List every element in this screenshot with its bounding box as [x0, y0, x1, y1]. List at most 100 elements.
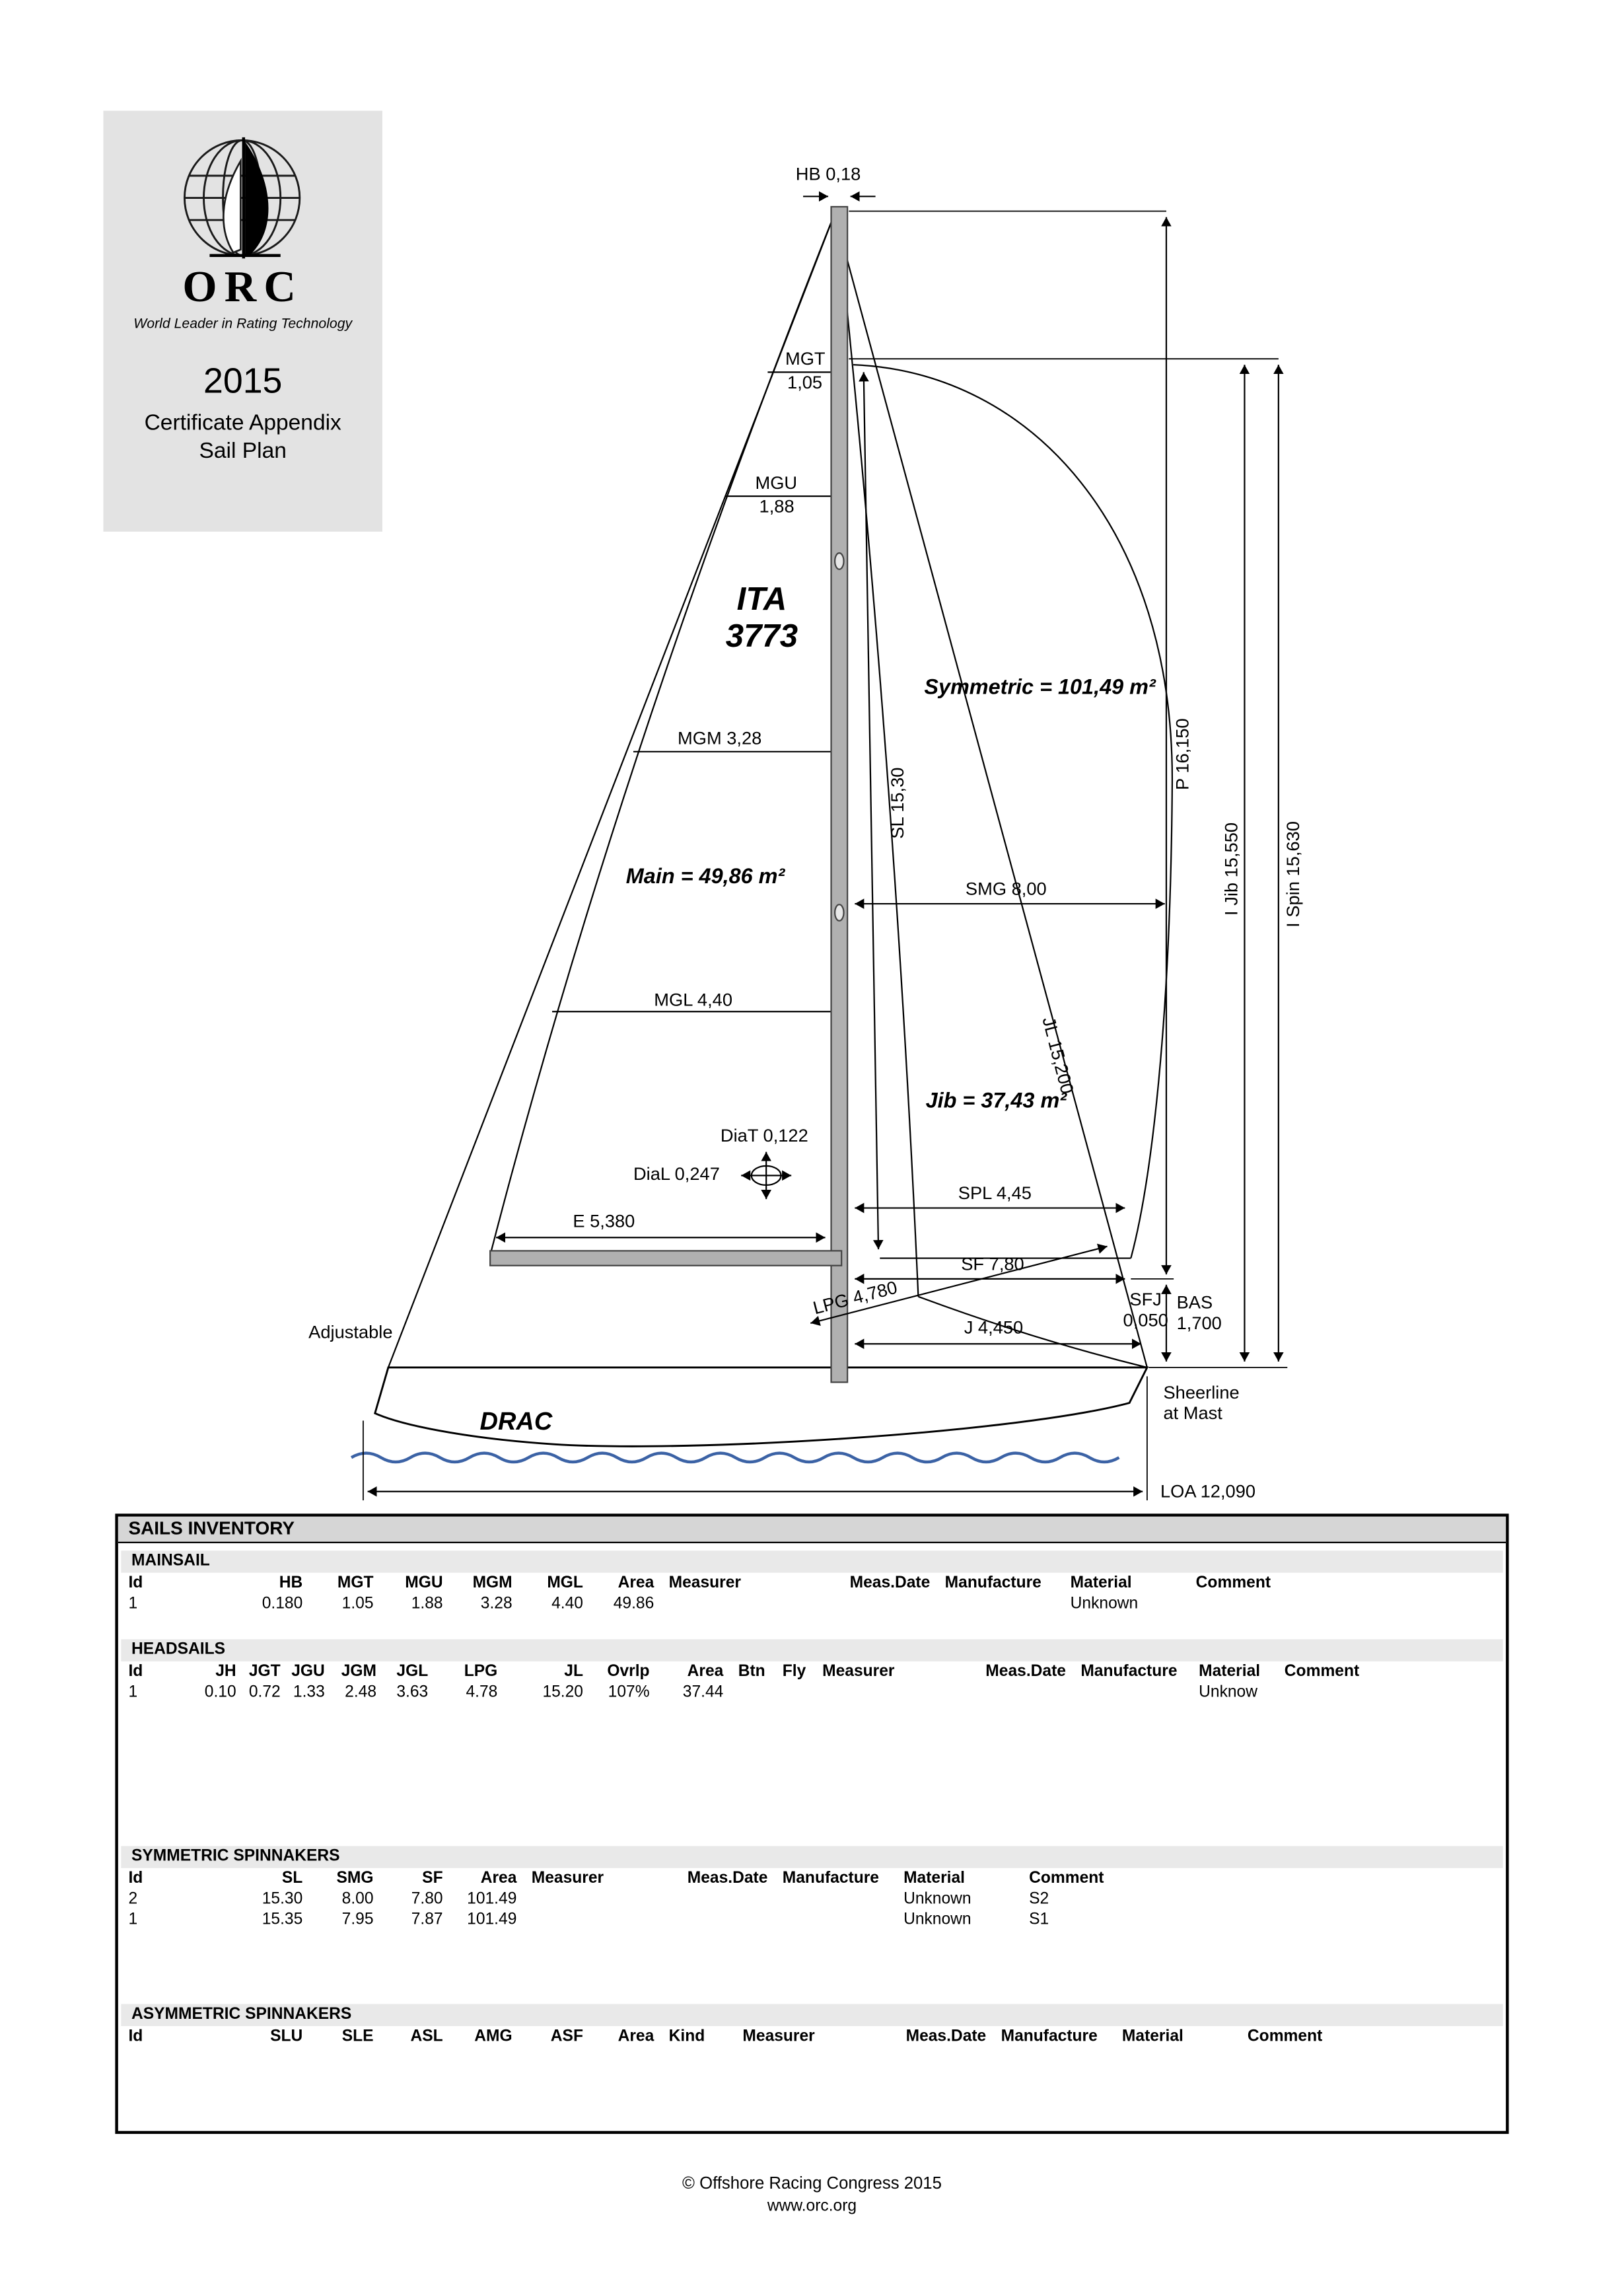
- table-cell: 0.10: [204, 1683, 236, 1701]
- column-header: JGT: [248, 1661, 281, 1680]
- column-header: Measurer: [531, 1868, 604, 1887]
- column-header: Id: [128, 1868, 143, 1887]
- table-cell: [520, 1909, 668, 1930]
- table-cell: 101.49: [467, 1889, 517, 1908]
- column-header: AMG: [474, 2027, 512, 2045]
- table-cell: 2.48: [345, 1683, 377, 1701]
- column-header: Area: [480, 1868, 517, 1887]
- table-cell: [771, 1909, 892, 1930]
- column-header: Measurer: [822, 1661, 895, 1680]
- jib-luff-line: [839, 233, 1148, 1368]
- section-header-band: SYMMETRIC SPINNAKERS: [121, 1846, 1503, 1868]
- table-cell: 2: [128, 1889, 138, 1908]
- orc-url-text: www.orc.org: [767, 2197, 857, 2216]
- j-label: J 4,450: [964, 1317, 1023, 1338]
- main-area-label: Main = 49,86 m²: [626, 864, 786, 888]
- table-cell: 7.87: [411, 1910, 443, 1928]
- table-cell: 0.72: [248, 1683, 281, 1701]
- column-header: JGL: [396, 1661, 429, 1680]
- column-header: Manufacture: [782, 1868, 879, 1887]
- column-header: LPG: [464, 1661, 498, 1680]
- p-label: P 16,150: [1172, 718, 1192, 790]
- table-cell: 1.05: [341, 1594, 374, 1612]
- table-cell: [520, 1889, 668, 1909]
- column-header: Area: [618, 2027, 654, 2045]
- boat-name-label: DRAC: [480, 1408, 553, 1436]
- adjustable-label: Adjustable: [308, 1321, 392, 1342]
- column-header: Id: [128, 1573, 143, 1591]
- certificate-subtitle-1: Certificate Appendix: [144, 410, 341, 436]
- column-header: MGM: [472, 1573, 512, 1591]
- spinnaker-sl-chord: [859, 372, 884, 1250]
- table-cell: [958, 1682, 1069, 1702]
- i-jib-label: I Jib 15,550: [1220, 822, 1241, 916]
- diat-label: DiaT 0,122: [721, 1125, 808, 1146]
- page-footer: © Offshore Racing Congress 2015 www.orc.…: [0, 2174, 1624, 2218]
- section-header-band: MAINSAIL: [121, 1550, 1503, 1573]
- loa-label: LOA 12,090: [1160, 1481, 1255, 1502]
- column-header-row: Id SL SMG SF Area Measurer Meas.Date Manufactur…: [128, 1868, 1501, 1889]
- sheerline-label-1: Sheerline: [1163, 1382, 1239, 1402]
- table-cell: 37.44: [682, 1683, 724, 1701]
- sail-plan-diagram: HB 0,18 MGT 1,05 MGU 1,88 ITA 3773 MGM 3…: [308, 164, 1303, 1502]
- column-header: SL: [281, 1868, 303, 1887]
- column-header: Manufacture: [1080, 1661, 1178, 1680]
- section-header-band: ASYMMETRIC SPINNAKERS: [121, 2004, 1503, 2026]
- column-header: Comment: [1029, 1868, 1104, 1887]
- table-cell: Unknown: [903, 1910, 971, 1928]
- column-header: MGU: [405, 1573, 443, 1591]
- jib-foot-line: [918, 1295, 1148, 1369]
- table-cell: 4.40: [551, 1594, 583, 1612]
- bas-label-value: 1,700: [1177, 1313, 1222, 1333]
- orc-tagline: World Leader in Rating Technology: [133, 316, 353, 332]
- column-header: Fly: [782, 1661, 806, 1680]
- table-cell: 8.00: [341, 1889, 374, 1908]
- table-cell: 1: [128, 1910, 138, 1928]
- column-header: Meas.Date: [687, 1868, 768, 1887]
- column-header: SF: [422, 1868, 443, 1887]
- table-cell: [1184, 1593, 1502, 1614]
- column-header: MGL: [547, 1573, 583, 1591]
- certificate-subtitle-2: Sail Plan: [199, 438, 287, 464]
- column-header: Id: [128, 2027, 143, 2045]
- table-cell: 3.28: [480, 1594, 512, 1612]
- waterline: [350, 1451, 1120, 1464]
- table-cell: 15.35: [262, 1910, 303, 1928]
- column-header: Manufacture: [1001, 2027, 1098, 2045]
- dial-label: DiaL 0,247: [633, 1163, 720, 1184]
- table-cell: Unknown: [903, 1889, 971, 1908]
- sfj-label-value: 0,050: [1123, 1309, 1168, 1330]
- orc-logo-text: ORC: [182, 262, 303, 312]
- diagram-labels: HB 0,18 MGT 1,05 MGU 1,88 ITA 3773 MGM 3…: [308, 164, 1303, 1502]
- column-header: SMG: [336, 1868, 374, 1887]
- table-cell: 0.180: [262, 1594, 303, 1612]
- lpg-dimension-line: [810, 1243, 1108, 1326]
- table-cell: [667, 1889, 770, 1909]
- table-cell: [810, 1682, 958, 1702]
- column-header: JGM: [341, 1661, 377, 1680]
- table-cell: 4.78: [466, 1683, 498, 1701]
- column-header: SLE: [341, 2027, 374, 2045]
- hull-outline: [374, 1366, 1149, 1447]
- column-header: Measurer: [668, 1573, 741, 1591]
- hb-label: HB 0,18: [796, 164, 861, 184]
- column-header: Area: [618, 1573, 654, 1591]
- table-cell: 101.49: [467, 1910, 517, 1928]
- table-cell: S1: [1029, 1910, 1049, 1928]
- i-spin-label: I Spin 15,630: [1283, 821, 1303, 928]
- copyright-text: © Offshore Racing Congress 2015: [682, 2175, 942, 2193]
- column-header: Material: [1070, 1573, 1132, 1591]
- column-header: Area: [687, 1661, 724, 1680]
- table-cell: 3.63: [396, 1683, 429, 1701]
